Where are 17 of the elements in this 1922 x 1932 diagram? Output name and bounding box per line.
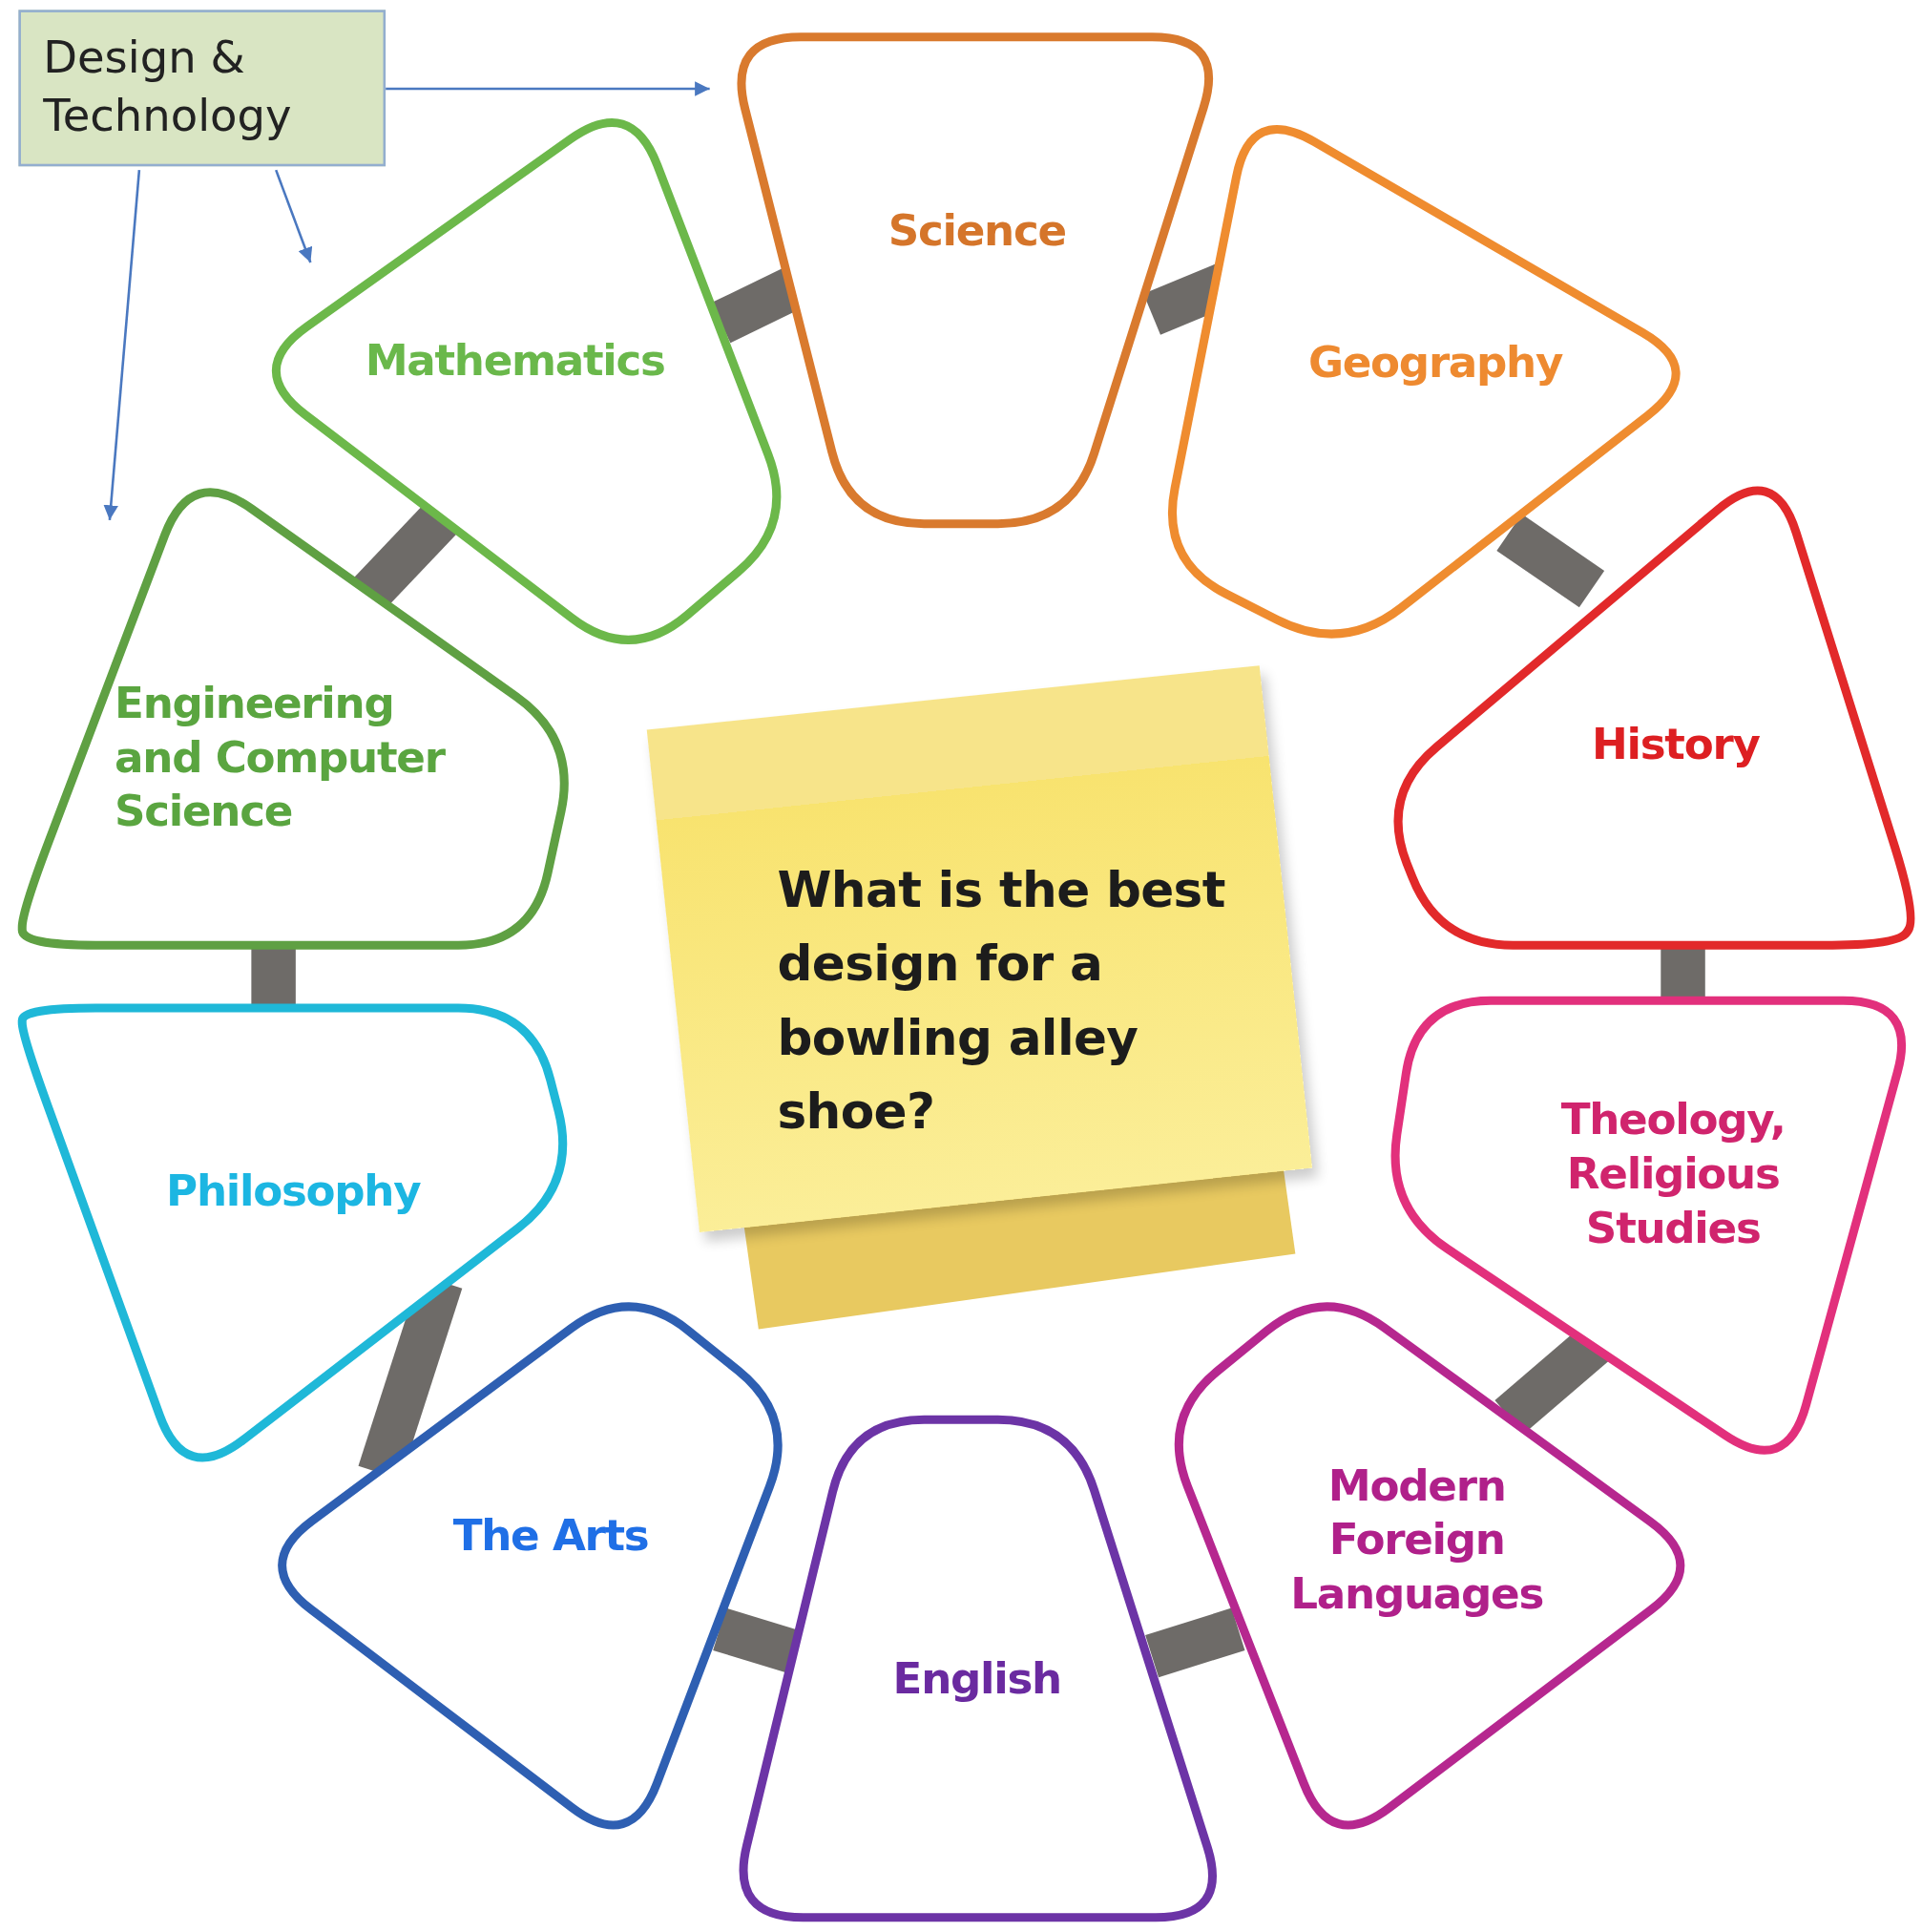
- subject-label: Geography: [1307, 336, 1563, 389]
- subject-label: English: [892, 1652, 1061, 1706]
- question-text: What is the best design for a bowling alley shoe?: [777, 860, 1226, 1142]
- subject-label: The Arts: [452, 1509, 649, 1563]
- subject-label: Theology, Religious Studies: [1559, 1093, 1786, 1254]
- subject-label: History: [1592, 719, 1760, 771]
- connector-bar: [1145, 1607, 1245, 1678]
- subject-label: Philosophy: [166, 1165, 421, 1218]
- arrow: [275, 169, 313, 263]
- subject-label: Mathematics: [365, 334, 665, 387]
- arrow: [103, 170, 141, 520]
- arrow: [386, 81, 710, 96]
- subject-label: Engineering and Computer Science: [115, 677, 447, 838]
- subject-label: Science: [888, 204, 1066, 258]
- label-box: Design & Technology: [18, 10, 386, 167]
- connector-bar: [1496, 514, 1605, 608]
- subject-label: Modern Foreign Languages: [1289, 1460, 1545, 1620]
